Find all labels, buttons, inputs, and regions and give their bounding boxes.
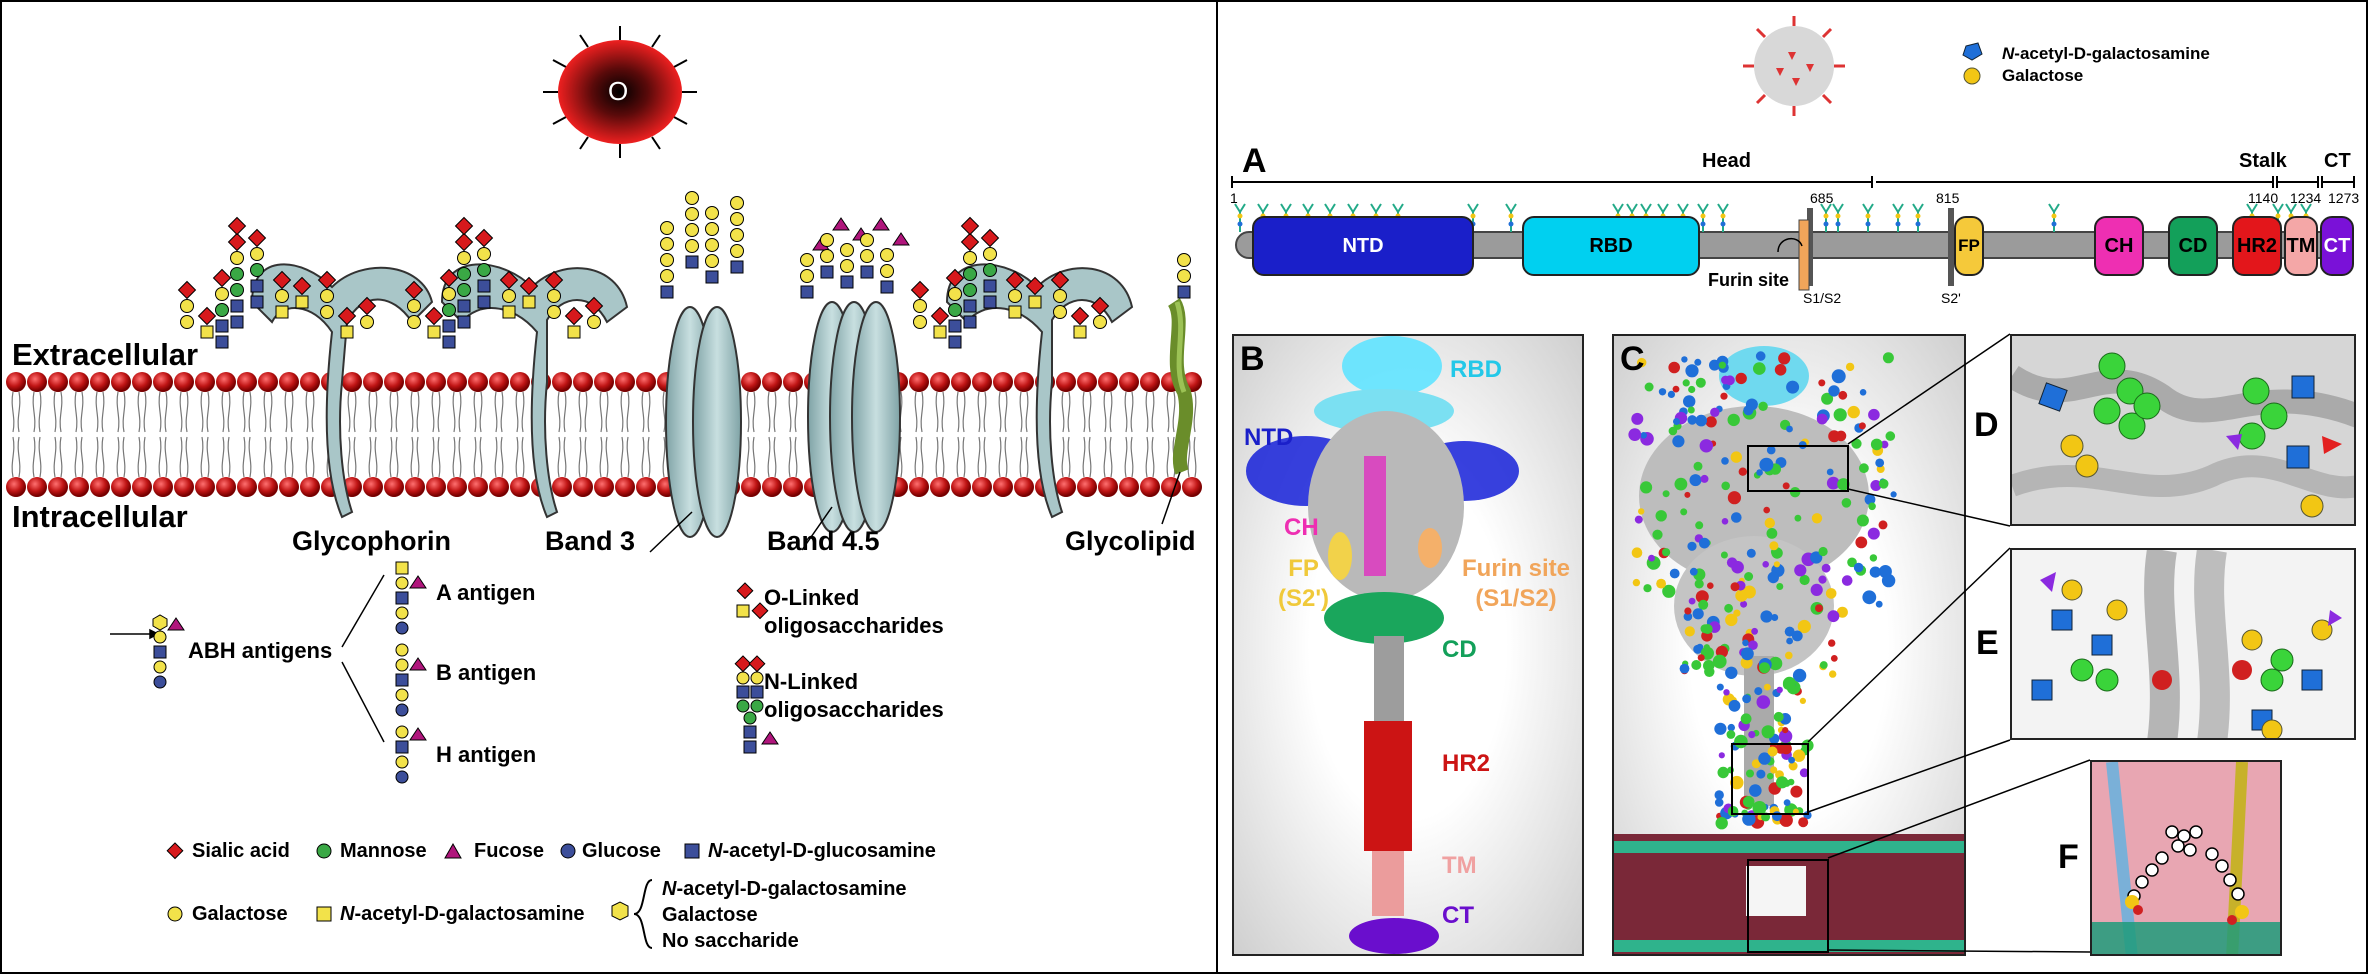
panel-e [2010, 548, 2356, 740]
panel-a-bracket [1231, 176, 2355, 291]
extracellular-label: Extracellular [12, 337, 199, 372]
stalk-label: Stalk [2239, 150, 2287, 172]
abh-antigens-label: ABH antigens [188, 638, 333, 663]
b-fp: FP(S2') [1278, 555, 1330, 612]
b-tm: TM [1442, 852, 1477, 879]
zoom-glycan-d [2012, 352, 2354, 518]
ct-label: CT [2324, 150, 2351, 172]
domain-ntd: NTD [1252, 216, 1474, 276]
b-cd: CD [1442, 636, 1477, 663]
glycolipid-label: Glycolipid [1065, 526, 1196, 556]
b-hr2: HR2 [1442, 750, 1491, 777]
h-antigen-label: H antigen [436, 742, 537, 767]
domain-cd: CD [2168, 216, 2218, 276]
sars-cov2-icon [1743, 16, 1845, 116]
panel-f [2090, 760, 2282, 956]
lipid-bilayer [6, 372, 1202, 497]
pos-1234: 1234 [2290, 190, 2322, 206]
pos-685: 685 [1810, 190, 1834, 206]
band3-label: Band 3 [545, 526, 636, 556]
b-ntd: NTD [1244, 424, 1294, 451]
top-legend-galnac: N-acetyl-D-galactosamine [2002, 44, 2210, 63]
domain-ch: CH [2094, 216, 2144, 276]
head-label: Head [1702, 150, 1751, 172]
glycophorin-label: Glycophorin [292, 526, 452, 556]
virus-icon [543, 26, 697, 158]
panel-d-label: D [1974, 406, 1999, 444]
intracellular-label: Intracellular [12, 499, 188, 534]
legend-mannose: Mannose [340, 840, 427, 862]
s1s2-label: S1/S2 [1803, 290, 1842, 306]
panel-a-letter: A [1242, 142, 1267, 180]
glycosylated-spike-c [1614, 346, 1964, 954]
domain-tm: TM [2284, 216, 2318, 276]
legend-glucose: Glucose [582, 840, 661, 862]
pos-1: 1 [1230, 190, 1238, 206]
top-legend-glyphs [1962, 42, 1983, 85]
left-panel: Extracellular Intracellular Glycophorin … [0, 0, 1218, 974]
panel-d: D [2010, 334, 2356, 526]
b-ch: CH [1284, 514, 1319, 541]
panel-f-label: F [2058, 838, 2079, 876]
panel-c-letter: C [1620, 340, 1645, 378]
s2prime-label: S2' [1941, 290, 1961, 306]
pos-1273: 1273 [2328, 190, 2360, 206]
zoom-membrane-f [2092, 762, 2280, 954]
panel-b-letter: B [1240, 340, 1265, 378]
a-antigen-label: A antigen [436, 580, 536, 605]
legend-fucose: Fucose [474, 840, 545, 862]
pos-815: 815 [1936, 190, 1960, 206]
pos-1140: 1140 [2248, 190, 2279, 206]
zoom-glycan-e [2031, 550, 2342, 738]
glycan-chains [177, 191, 1191, 349]
panel-e-label: E [1976, 624, 1999, 662]
legend-galactose: Galactose [192, 903, 288, 925]
b-antigen-label: B antigen [436, 660, 537, 685]
legend-hexagon-options: N-acetyl-D-galactosamine Galactose No sa… [662, 878, 907, 952]
b-furin: Furin site(S1/S2) [1462, 555, 1571, 612]
b-ct: CT [1442, 902, 1474, 929]
abh-antigen-glyphs [152, 561, 427, 784]
spike-structure-b [1246, 336, 1519, 954]
right-panel: N-acetyl-D-galactosamine Galactose A Hea… [1216, 0, 2368, 974]
domain-hr2: HR2 [2232, 216, 2282, 276]
rbc-membrane-diagram [6, 26, 1202, 949]
furin-site-label: Furin site [1708, 270, 1790, 290]
domain-fp: FP [1954, 216, 1984, 276]
panel-b: B RBD NTD CH FP(S2') Furin site(S1/S2) C… [1232, 334, 1584, 956]
band45-protein [807, 301, 901, 533]
legend-glyphs [166, 842, 700, 949]
domain-rbd: RBD [1522, 216, 1700, 276]
b-rbd: RBD [1450, 356, 1502, 383]
top-legend-gal: Galactose [2002, 66, 2084, 85]
domain-ct: CT [2320, 216, 2354, 276]
legend-nacglc: N-acetyl-D-glucosamine [708, 840, 936, 862]
band3-protein [665, 306, 742, 538]
virus-label: O [608, 76, 629, 106]
band45-label: Band 4.5 [767, 526, 880, 556]
legend-nacgal: N-acetyl-D-galactosamine [340, 903, 585, 925]
legend-sialic: Sialic acid [192, 840, 290, 862]
panel-c: C [1612, 334, 1966, 956]
